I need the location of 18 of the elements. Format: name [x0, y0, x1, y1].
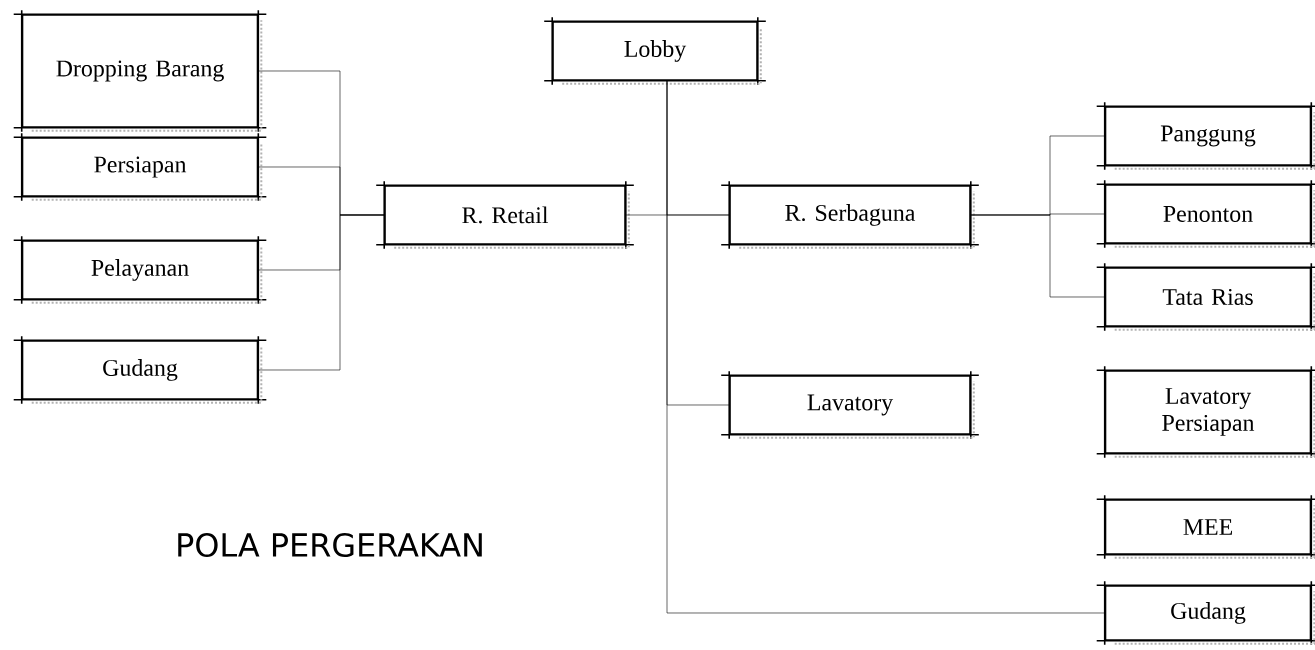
room-box: Gudang [12, 335, 268, 405]
room-box: Penonton [1095, 179, 1315, 249]
connector-line [970, 214, 1105, 298]
room-box: Gudang [1095, 580, 1315, 646]
connector-line [666, 80, 1105, 614]
room-box: Pelayanan [12, 235, 268, 305]
room-box: Lavatory Persiapan [1095, 365, 1315, 459]
room-box: Dropping Barang [12, 9, 268, 133]
room-box: Tata Rias [1095, 262, 1315, 332]
room-box: Persiapan [12, 132, 268, 202]
room-box: Panggung [1095, 101, 1315, 171]
title: POLA PERGERAKAN [178, 532, 482, 558]
room-box: Lobby [543, 16, 767, 86]
room-box: MEE [1095, 494, 1315, 560]
connector-line [258, 214, 385, 371]
room-box: R. Retail [375, 180, 635, 250]
room-box: Lavatory [720, 370, 980, 440]
room-box: R. Serbaguna [720, 180, 980, 250]
